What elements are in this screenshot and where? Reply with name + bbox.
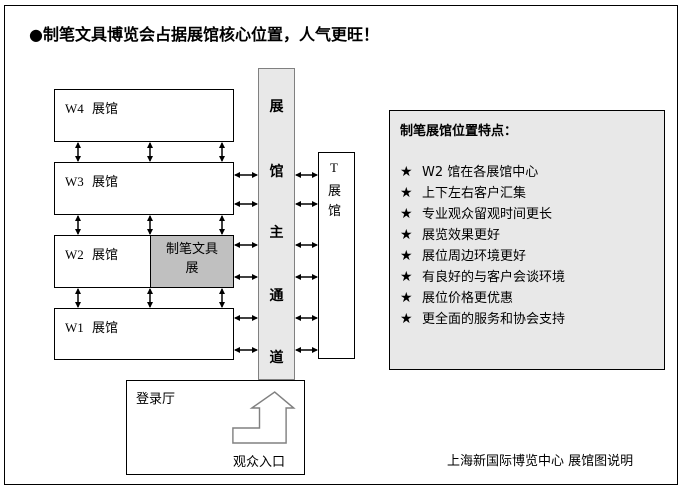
hall-w4: W4 展馆: [54, 89, 234, 142]
feature-text: W2 馆在各展馆中心: [422, 165, 539, 180]
caption: 上海新国际博览中心 展馆图说明: [447, 454, 634, 469]
feature-text: 更全面的服务和协会支持: [422, 312, 566, 327]
page-title: ●制笔文具博览会占据展馆核心位置，人气更旺！: [29, 25, 379, 44]
pen-stationery-hall: 制笔文具 展: [150, 235, 234, 288]
audience-entrance-label: 观众入口: [233, 455, 286, 470]
star-icon: ★: [400, 206, 413, 222]
corridor-char: 馆: [269, 164, 284, 180]
feature-item: ★ 展位周边环境更好: [400, 245, 526, 264]
feature-text: 上下左右客户汇集: [422, 186, 527, 201]
pen-hall-line2: 展: [185, 261, 199, 276]
corridor-char: 主: [269, 225, 284, 241]
feature-text: 有良好的与客户会谈环境: [422, 270, 566, 285]
corridor-char: 展: [269, 99, 284, 115]
star-icon: ★: [400, 185, 413, 201]
feature-item: ★ 展览效果更好: [400, 224, 500, 243]
pen-hall-line1: 制笔文具: [165, 242, 218, 257]
hall-w1-label: W1 展馆: [65, 320, 119, 336]
feature-item: ★ 上下左右客户汇集: [400, 182, 526, 201]
feature-item: ★ 更全面的服务和协会支持: [400, 308, 565, 327]
lobby-label: 登录厅: [136, 392, 176, 407]
features-panel: 制笔展馆位置特点： ★ W2 馆在各展馆中心 ★ 上下左右客户汇集 ★ 专业观众留观时间更…: [389, 110, 665, 370]
feature-text: 展览效果更好: [422, 228, 501, 243]
feature-item: ★ 展位价格更优惠: [400, 287, 513, 306]
star-icon: ★: [400, 164, 413, 180]
feature-item: ★ W2 馆在各展馆中心: [400, 161, 538, 180]
hall-w3: W3 展馆: [54, 162, 234, 215]
feature-text: 专业观众留观时间更长: [422, 207, 553, 222]
bent-up-arrow-icon: [232, 391, 296, 444]
feature-item: ★ 有良好的与客户会谈环境: [400, 266, 565, 285]
feature-text: 展位周边环境更好: [422, 249, 527, 264]
hall-w2-label: W2 展馆: [65, 247, 119, 263]
features-title: 制笔展馆位置特点：: [400, 124, 518, 139]
registration-lobby: 登录厅 观众入口: [126, 380, 305, 475]
main-corridor: 展 馆 主 通 道: [258, 68, 295, 380]
feature-item: ★ 专业观众留观时间更长: [400, 203, 552, 222]
star-icon: ★: [400, 311, 413, 327]
hall-t-char: 馆: [328, 204, 342, 219]
star-icon: ★: [400, 248, 413, 264]
hall-w4-label: W4 展馆: [65, 101, 119, 117]
corridor-char: 通: [269, 288, 284, 304]
hall-t-code: T: [330, 160, 338, 175]
hall-t-char: 展: [328, 184, 342, 199]
hall-w3-label: W3 展馆: [65, 174, 119, 190]
feature-text: 展位价格更优惠: [422, 291, 514, 306]
star-icon: ★: [400, 269, 413, 285]
corridor-char: 道: [269, 350, 284, 366]
star-icon: ★: [400, 290, 413, 306]
hall-t: T 展 馆: [318, 152, 355, 359]
hall-w1: W1 展馆: [54, 308, 234, 360]
star-icon: ★: [400, 227, 413, 243]
